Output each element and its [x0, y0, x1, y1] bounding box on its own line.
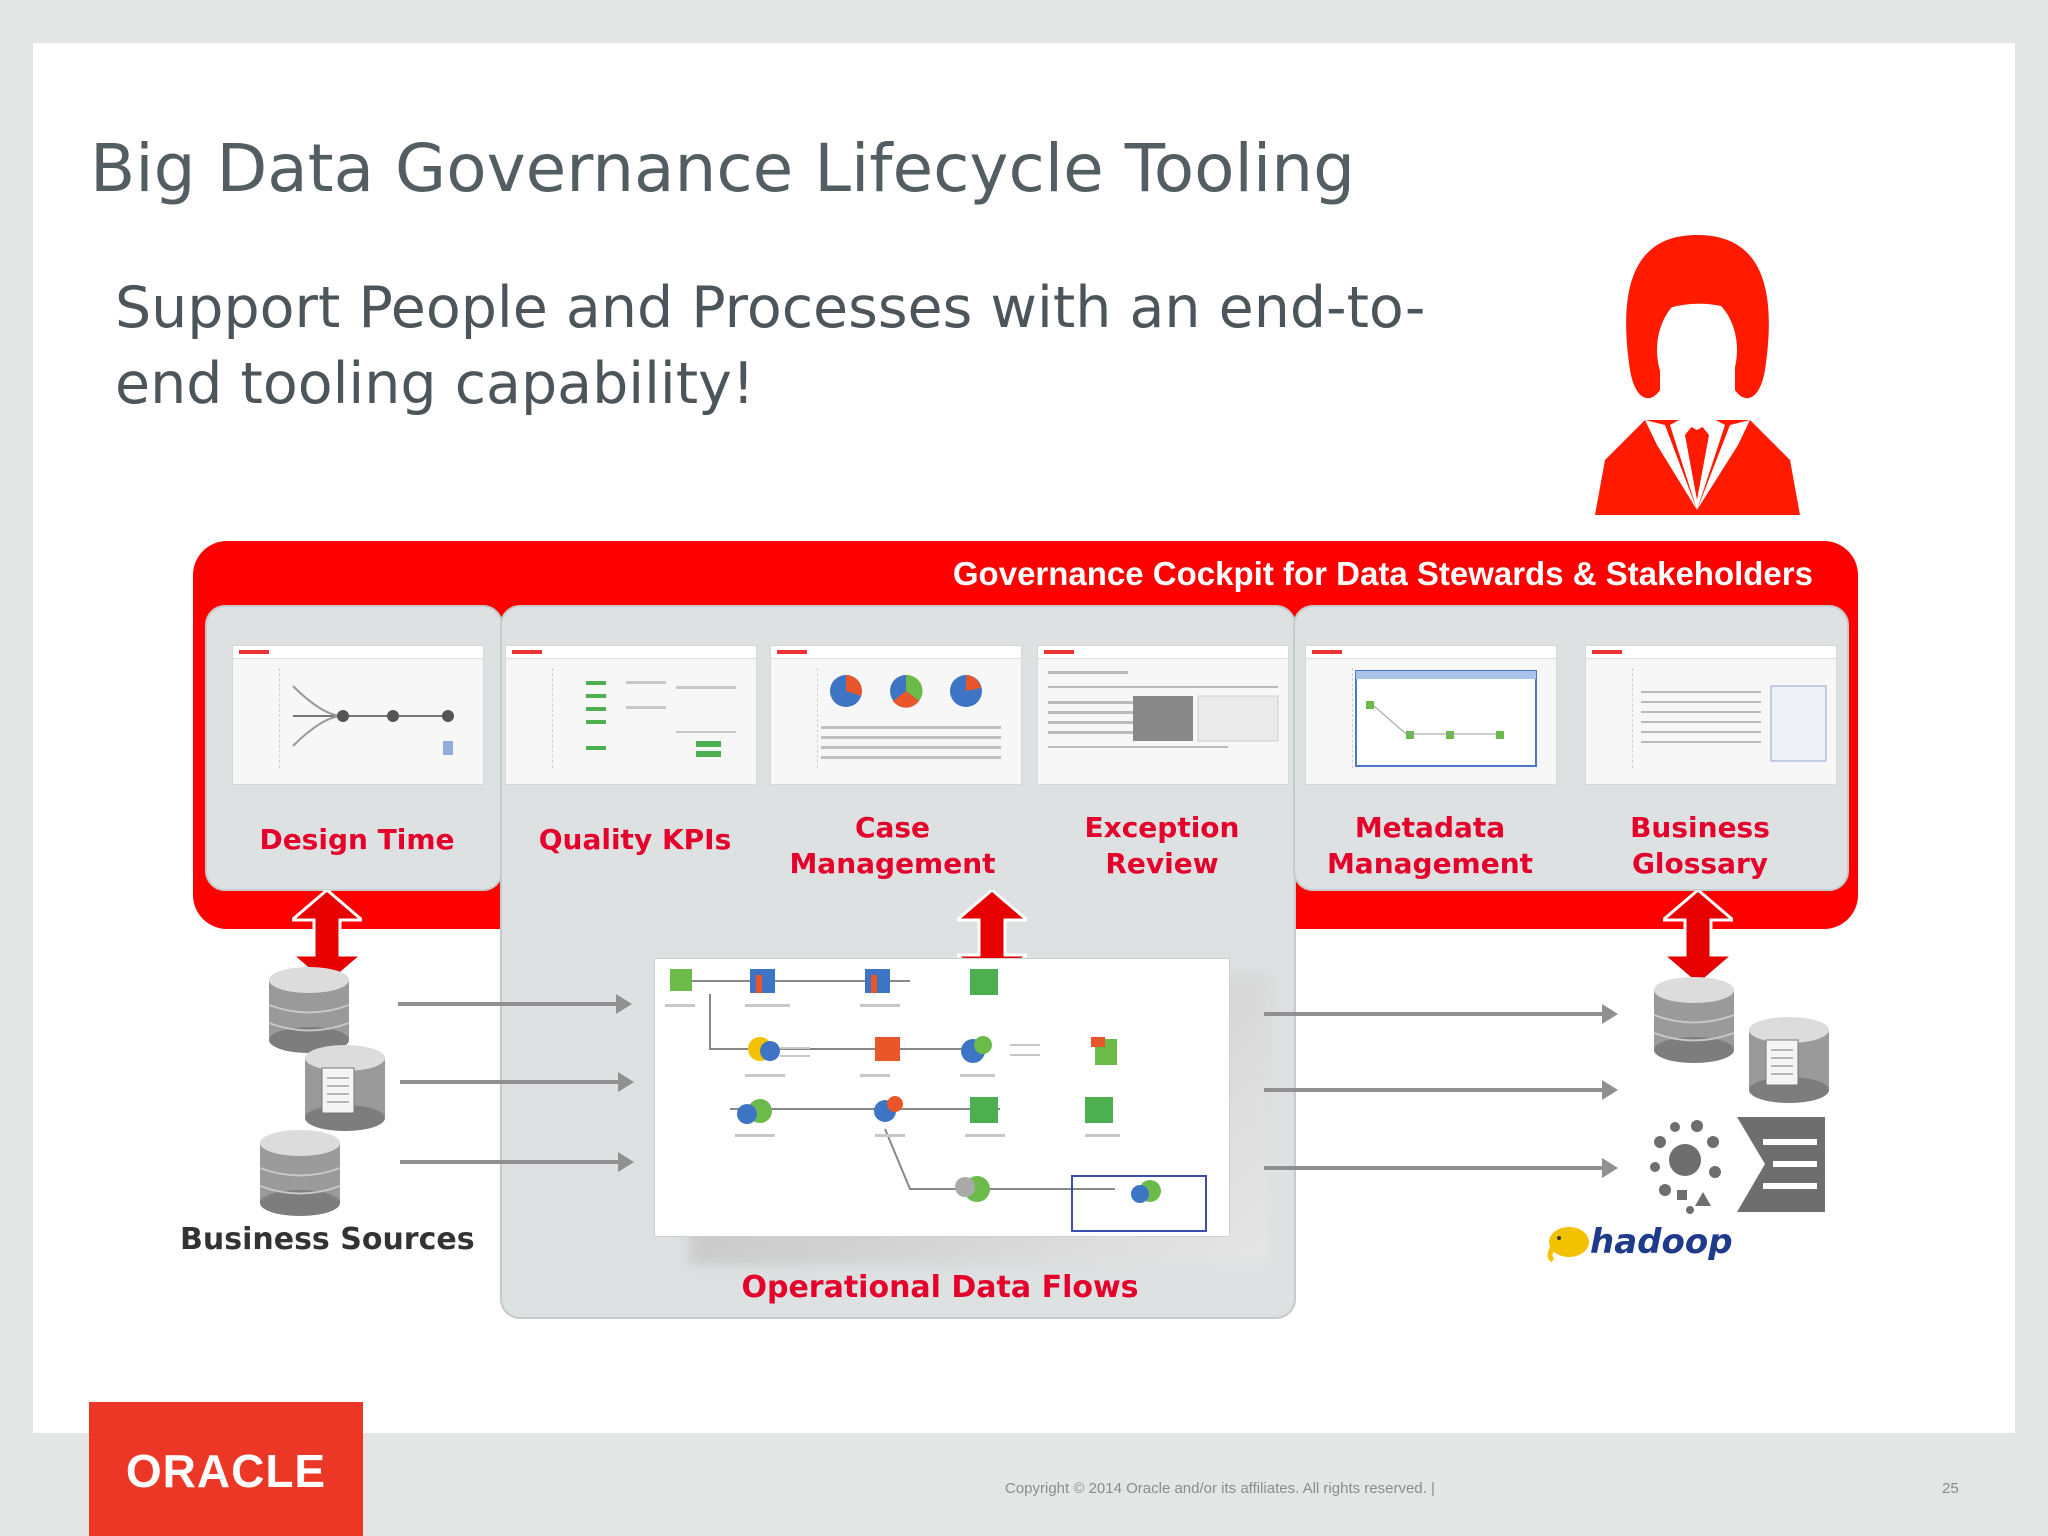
- kpi-bars-icon: [586, 681, 736, 757]
- double-arrow-icon: [292, 890, 362, 985]
- tool-label-metadata-management: Metadata Management: [1326, 811, 1534, 880]
- flow-arrow: [1264, 1158, 1618, 1178]
- flow-arrow: [1264, 1080, 1618, 1100]
- double-arrow-icon: [1663, 890, 1733, 985]
- data-steward-person-icon: [1595, 235, 1800, 515]
- hadoop-logo-text: hadoop: [1590, 1222, 1733, 1262]
- flow-arrow: [1264, 1004, 1618, 1024]
- target-database-icon: [1653, 977, 1735, 1063]
- table-rows-icon: [1048, 671, 1279, 748]
- document-database-icon: [305, 1045, 385, 1131]
- copyright-text: Copyright © 2014 Oracle and/or its affil…: [1005, 1480, 1435, 1497]
- flow-arrow: [398, 994, 632, 1014]
- slide-title: Big Data Governance Lifecycle Tooling: [90, 130, 1355, 207]
- oracle-logo: ORACLE: [89, 1402, 363, 1536]
- operational-data-flow-diagram[interactable]: [654, 958, 1230, 1237]
- exception-review-screenshot[interactable]: [1037, 645, 1289, 785]
- lineage-diagram-icon: [1355, 670, 1537, 767]
- business-sources-label: Business Sources: [180, 1222, 475, 1257]
- glossary-list-icon: [1641, 685, 1827, 762]
- pie-charts-icon: [821, 674, 1001, 759]
- page-number: 25: [1942, 1480, 1959, 1497]
- tool-label-business-glossary: Business Glossary: [1630, 811, 1770, 880]
- tool-label-case-management: Case Management: [789, 811, 996, 880]
- database-icon: [268, 967, 350, 1053]
- database-icon: [259, 1130, 341, 1216]
- flow-arrow: [400, 1152, 634, 1172]
- big-data-cluster-icon: [1650, 1117, 1825, 1214]
- case-management-screenshot[interactable]: [770, 645, 1022, 785]
- target-document-database-icon: [1749, 1017, 1829, 1103]
- tool-label-quality-kpis: Quality KPIs: [538, 823, 732, 856]
- metadata-management-screenshot[interactable]: [1305, 645, 1557, 785]
- data-flow-graph-icon: [665, 969, 1207, 1232]
- cockpit-title: Governance Cockpit for Data Stewards & S…: [952, 555, 1813, 592]
- flow-arrow: [400, 1072, 634, 1092]
- quality-kpis-screenshot[interactable]: [505, 645, 757, 785]
- oracle-logo-text: ORACLE: [125, 1445, 327, 1497]
- design-time-screenshot[interactable]: [232, 645, 484, 785]
- tool-label-design-time: Design Time: [259, 823, 455, 856]
- slide-subtitle: Support People and Processes with an end…: [115, 275, 1426, 417]
- business-glossary-screenshot[interactable]: [1585, 645, 1837, 785]
- operational-data-flows-label: Operational Data Flows: [741, 1270, 1139, 1305]
- tool-label-exception-review: Exception Review: [1084, 811, 1240, 880]
- hadoop-elephant-icon: [1547, 1227, 1589, 1262]
- flow-diagram-icon: [292, 685, 454, 755]
